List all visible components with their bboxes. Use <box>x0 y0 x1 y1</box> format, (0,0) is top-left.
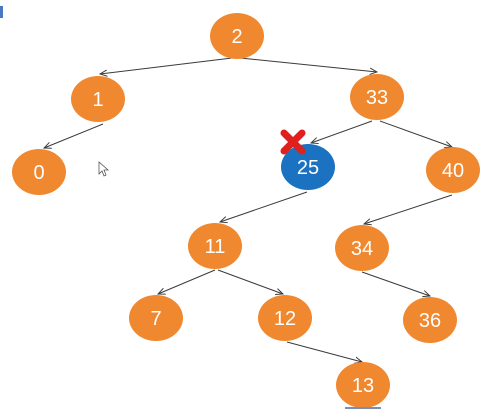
node-label: 36 <box>419 310 441 332</box>
edge-n11-to-n7 <box>158 269 216 294</box>
edge-n12-to-n13 <box>286 341 362 362</box>
node-circle <box>350 74 404 120</box>
node-label: 34 <box>351 238 373 260</box>
node-label: 0 <box>33 162 44 184</box>
node-circle <box>336 362 390 408</box>
tree-node-36: 36 <box>403 297 457 343</box>
x-mark-icon <box>280 129 306 155</box>
edges-layer <box>44 57 453 362</box>
node-circle <box>12 149 66 195</box>
node-circle <box>258 295 312 341</box>
node-circle <box>335 225 389 271</box>
edge-n1-to-n0 <box>44 123 104 148</box>
node-label: 7 <box>150 308 161 330</box>
edge-n11-to-n12 <box>217 269 283 294</box>
overlay-layer <box>98 129 381 409</box>
deleted-node-circle <box>281 144 335 190</box>
node-label: 12 <box>274 308 296 330</box>
tree-node-33: 33 <box>350 74 404 120</box>
tree-node-13: 13 <box>336 362 390 408</box>
mouse-pointer-icon <box>98 161 110 177</box>
node-label: 25 <box>297 157 319 179</box>
node-circle <box>71 76 125 122</box>
tree-node-40: 40 <box>426 147 480 193</box>
edge-n25-to-n11 <box>220 191 308 222</box>
tree-node-34: 34 <box>335 225 389 271</box>
edge-n2-to-n33 <box>239 57 377 72</box>
tree-node-12: 12 <box>258 295 312 341</box>
node-label: 13 <box>352 375 374 397</box>
tree-node-7: 7 <box>129 295 183 341</box>
tree-node-25: 25 <box>281 144 335 190</box>
tree-node-11: 11 <box>188 223 242 269</box>
node-label: 40 <box>442 160 464 182</box>
node-label: 11 <box>205 236 226 258</box>
node-label: 33 <box>366 87 388 109</box>
edge-n34-to-n36 <box>361 271 430 296</box>
edge-n40-to-n34 <box>364 194 453 224</box>
node-circle <box>403 297 457 343</box>
node-label: 1 <box>92 89 103 111</box>
edge-n33-to-n25 <box>311 120 373 143</box>
node-circle <box>426 147 480 193</box>
node-circle <box>210 13 264 59</box>
tree-node-2: 2 <box>210 13 264 59</box>
node-circle <box>188 223 242 269</box>
edge-n33-to-n40 <box>379 120 452 147</box>
tree-node-1: 1 <box>71 76 125 122</box>
node-label: 2 <box>231 26 242 48</box>
tree-node-0: 0 <box>12 149 66 195</box>
edge-marker <box>0 6 3 18</box>
nodes-layer: 2 1 33 0 25 40 11 34 7 12 36 13 <box>12 13 480 408</box>
edge-n2-to-n1 <box>100 57 233 74</box>
node-circle <box>129 295 183 341</box>
